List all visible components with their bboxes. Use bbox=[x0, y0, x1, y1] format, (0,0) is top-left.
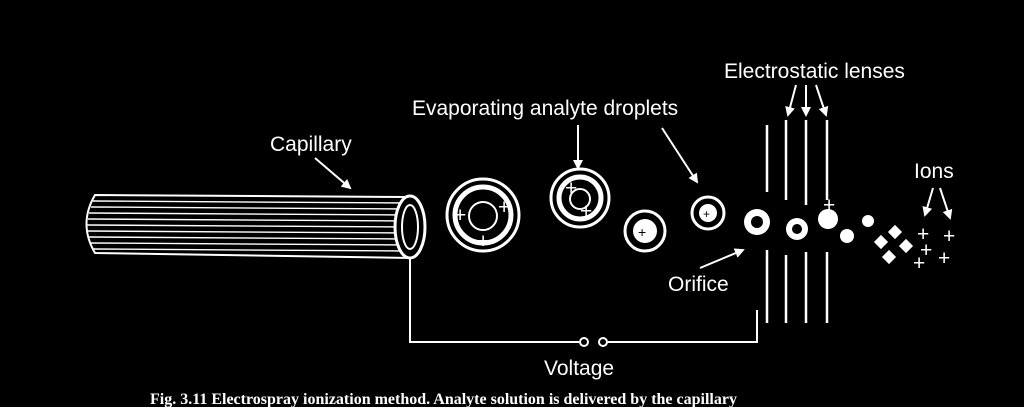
droplet-3: + bbox=[623, 209, 667, 253]
svg-text:+: + bbox=[565, 177, 577, 200]
svg-text:+: + bbox=[920, 239, 932, 262]
voltage-circuit bbox=[409, 258, 758, 347]
droplet-6 bbox=[786, 218, 808, 240]
orifice-label: Orifice bbox=[668, 273, 729, 296]
svg-text:+: + bbox=[580, 200, 592, 223]
ions-label: Ions bbox=[914, 160, 954, 183]
electrostatic-lenses bbox=[765, 120, 829, 323]
label-arrows bbox=[314, 84, 953, 269]
svg-text:+: + bbox=[917, 223, 929, 246]
ions: + + + + + bbox=[913, 223, 955, 275]
droplets-label: Evaporating analyte droplets bbox=[412, 97, 678, 120]
droplet-4: + bbox=[690, 195, 726, 231]
lenses-label: Electrostatic lenses bbox=[724, 60, 905, 83]
svg-text:+: + bbox=[703, 207, 710, 221]
svg-text:+: + bbox=[938, 247, 950, 270]
svg-text:+: + bbox=[498, 196, 510, 219]
svg-text:+: + bbox=[823, 194, 835, 217]
svg-text:+: + bbox=[477, 230, 489, 253]
voltage-label: Voltage bbox=[544, 357, 614, 380]
svg-text:+: + bbox=[638, 224, 646, 240]
droplet-1: + + + bbox=[445, 177, 521, 253]
droplet-2: + + bbox=[549, 167, 611, 229]
figure-caption: Fig. 3.11 Electrospray ionization method… bbox=[150, 391, 737, 407]
capillary-label: Capillary bbox=[270, 133, 352, 156]
svg-text:+: + bbox=[943, 225, 955, 248]
svg-text:+: + bbox=[454, 204, 466, 227]
droplet-5 bbox=[744, 209, 770, 235]
capillary-tube bbox=[85, 193, 427, 260]
droplet-fragments bbox=[840, 215, 914, 265]
svg-text:+: + bbox=[913, 252, 925, 275]
